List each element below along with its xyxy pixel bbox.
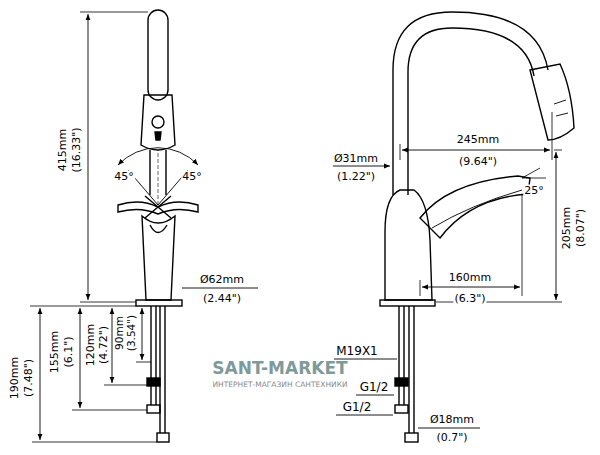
dimension-label: 205mm <box>561 206 572 250</box>
dimension-label: (0.7") <box>435 432 468 443</box>
dimension-label: (9.64") <box>458 156 498 167</box>
dimension-label: M19X1 <box>335 345 378 357</box>
dimension-label: 45° <box>181 171 203 182</box>
dimension-label: 90mm <box>114 315 125 351</box>
dimension-label: (4.72") <box>98 325 109 365</box>
dimension-label: 245mm <box>456 134 500 145</box>
dimension-label: (3.54") <box>126 314 137 352</box>
dimension-label: 45° <box>113 171 135 182</box>
dimension-label: (6.3") <box>453 293 486 304</box>
dimension-label: 155mm <box>49 330 60 374</box>
dimension-label: 25° <box>523 185 545 196</box>
dimension-label: (6.1") <box>63 335 74 368</box>
dimension-label: (8.07") <box>575 208 586 248</box>
dimension-label: (1.22") <box>336 171 376 182</box>
dimension-label: Ø62mm <box>199 274 245 285</box>
side-view <box>333 12 574 442</box>
dimension-label: 160mm <box>448 272 492 283</box>
dimension-label: 120mm <box>85 323 96 367</box>
dimension-label: 415mm <box>57 128 68 172</box>
dimension-label: Ø18mm <box>429 414 475 425</box>
dimension-label: (7.48") <box>23 358 34 398</box>
dimension-label: 190mm <box>9 356 20 400</box>
dimension-label: G1/2 <box>359 381 390 393</box>
dimension-label: (2.44") <box>202 293 242 304</box>
front-view <box>30 10 258 442</box>
watermark: SANT-MARKET <box>211 360 348 377</box>
dimension-label: G1/2 <box>342 401 373 413</box>
dimension-label: (16.33") <box>71 126 82 173</box>
dimension-label: Ø31mm <box>333 153 379 164</box>
watermark: ИНТЕРНЕТ-МАГАЗИН САНТЕХНИКИ <box>211 381 348 389</box>
